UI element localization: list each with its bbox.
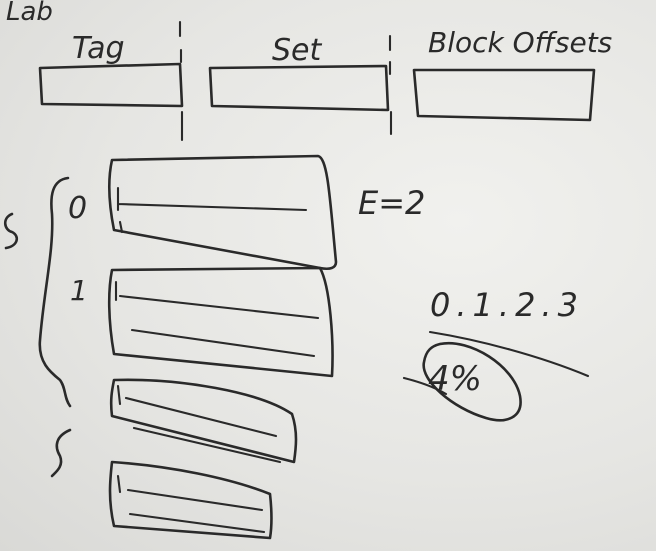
fraction-circle — [402, 341, 522, 422]
set-3-group — [108, 460, 273, 540]
set-0-label: 0 — [68, 191, 87, 226]
top-scrawl: Lab — [6, 0, 53, 27]
field-separator-1 — [178, 20, 184, 142]
left-edge-mark — [3, 212, 19, 250]
block-offset-field-box — [412, 68, 596, 122]
set-1-label: 1 — [70, 274, 88, 307]
sequence-underline — [428, 330, 590, 378]
set-1-group — [107, 266, 334, 378]
block-offsets-label: Block Offsets — [428, 26, 612, 59]
tag-label: Tag — [72, 31, 125, 66]
index-sequence: 0.1.2.3 — [430, 286, 584, 324]
sets-brace — [38, 176, 72, 478]
e-equation: E=2 — [358, 184, 425, 222]
tag-field-box — [38, 62, 184, 108]
set-0-group — [107, 154, 338, 271]
set-field-box — [208, 64, 390, 112]
set-2-group — [109, 378, 298, 464]
set-label: Set — [272, 33, 323, 68]
fraction-note: 4% — [428, 359, 482, 399]
field-separator-2 — [388, 34, 393, 136]
